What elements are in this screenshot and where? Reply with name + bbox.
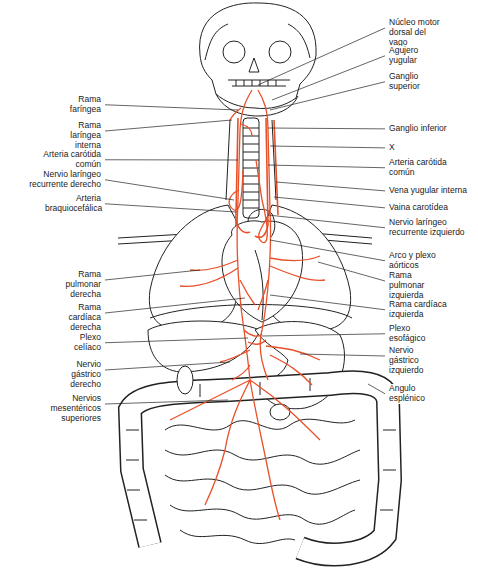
- part-label: Rama pulmonar derecha: [56, 270, 102, 299]
- part-label: Ganglio inferior: [388, 124, 448, 134]
- leader-line: [105, 400, 228, 404]
- part-label: Vena yugular interna: [388, 186, 468, 196]
- part-label: Rama pulmonar izquierda: [388, 271, 435, 300]
- part-label: Rama laríngea interna: [56, 121, 102, 150]
- leader-line: [270, 295, 385, 310]
- leader-line: [105, 204, 236, 212]
- leader-line: [105, 105, 238, 110]
- part-label: Nervios mesentéricos superiores: [36, 394, 102, 423]
- part-label: Arteria braquiocefálica: [44, 194, 102, 214]
- leader-line: [272, 56, 385, 100]
- part-label: Nervio laríngeo recurrente izquierdo: [388, 218, 470, 238]
- part-label: Nervio gástrico derecho: [54, 360, 102, 389]
- leader-line: [368, 384, 385, 394]
- leader-line: [268, 215, 385, 228]
- leader-line: [105, 338, 248, 343]
- part-label: Plexo esofágico: [388, 324, 435, 344]
- leader-line: [268, 165, 385, 168]
- leader-line: [270, 240, 385, 261]
- leader-line: [105, 298, 245, 313]
- leader-line: [105, 180, 234, 200]
- leader-line: [258, 28, 385, 85]
- leader-line: [262, 334, 385, 336]
- leader-line: [270, 146, 385, 148]
- leader-line: [274, 197, 385, 208]
- part-label: Plexo celíaco: [56, 333, 102, 353]
- part-label: Agujero yugular: [388, 46, 438, 66]
- leader-line: [105, 362, 230, 370]
- leader-line: [105, 120, 232, 131]
- part-label: Rama cardíaca izquierda: [388, 300, 475, 320]
- part-label: Rama cardíaca derecha: [56, 303, 102, 332]
- part-label: Ángulo esplénico: [388, 384, 440, 404]
- leader-line: [276, 182, 385, 191]
- part-label: Vaina carotídea: [388, 203, 449, 213]
- leader-line: [105, 270, 200, 280]
- leader-line: [270, 82, 385, 110]
- leader-line: [268, 128, 385, 130]
- part-label: Nervio laríngeo recurrente derecho: [6, 170, 102, 190]
- leader-line: [105, 159, 238, 160]
- part-label: Núcleo motor dorsal del vago: [388, 18, 442, 47]
- part-label: Ganglio superior: [388, 72, 438, 92]
- leader-line: [318, 262, 385, 281]
- part-label: Arteria carótida común: [388, 158, 448, 178]
- leader-line: [300, 354, 385, 356]
- part-label: X: [388, 143, 396, 153]
- part-label: Arteria carótida común: [24, 150, 102, 170]
- part-label: Arco y plexo aórticos: [388, 251, 440, 271]
- part-label: Nervio gástrico izquierdo: [388, 346, 440, 375]
- part-label: Rama faríngea: [56, 95, 102, 115]
